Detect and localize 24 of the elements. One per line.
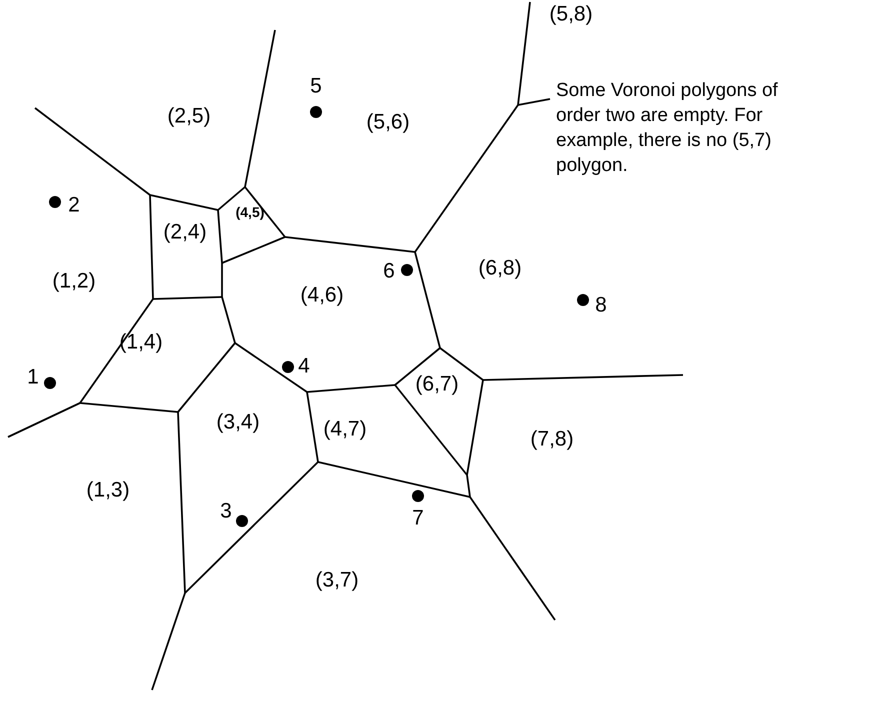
site-number: 6	[383, 260, 395, 282]
site-number: 7	[412, 508, 424, 528]
region-label: (1,2)	[52, 270, 96, 292]
region-label: (4,7)	[323, 418, 367, 440]
region-label: (1,4)	[119, 332, 163, 352]
region-label: (3,4)	[216, 412, 260, 432]
site-number: 4	[298, 356, 310, 376]
region-label: (7,8)	[530, 428, 574, 450]
site-number: 5	[310, 76, 322, 96]
site-number: 3	[220, 500, 232, 522]
region-label: (6,8)	[478, 258, 522, 278]
region-label: (6,7)	[415, 374, 459, 394]
region-label: (2,5)	[167, 106, 211, 126]
region-label: (2,4)	[163, 222, 207, 242]
note-text: Some Voronoi polygons of order two are empty. For example, there is no (5,7) polygon.	[556, 79, 779, 178]
site-number: 2	[68, 194, 80, 216]
region-label: (4,6)	[300, 284, 344, 306]
region-label: (1,3)	[86, 480, 130, 500]
region-label: (5,6)	[366, 112, 410, 132]
region-label: (5,8)	[549, 4, 593, 24]
site-number: 1	[27, 366, 39, 388]
region-label: (4,5)	[236, 205, 264, 219]
region-label: (3,7)	[315, 570, 359, 590]
site-number: 8	[595, 294, 607, 316]
